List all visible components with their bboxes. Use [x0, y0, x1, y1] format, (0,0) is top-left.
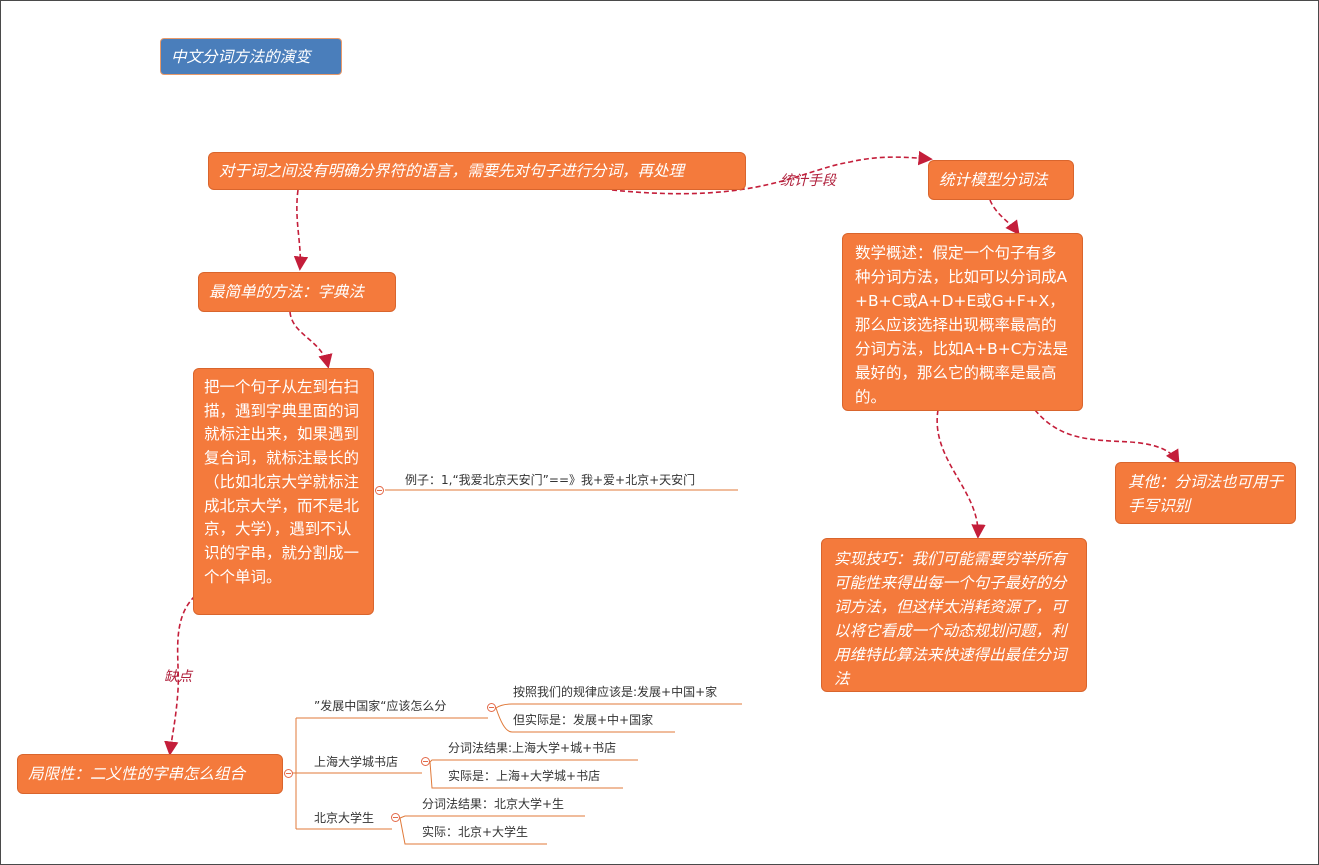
edge-dictionary-to-desc [289, 311, 333, 369]
collapse-toggle-ambiguity-1[interactable] [487, 703, 496, 712]
ambiguity-tree-trunk [287, 717, 488, 830]
dictionary-desc-node[interactable]: 把一个句子从左到右扫描，遇到字典里面的词就标注出来，如果遇到复合词，就标注最长的… [193, 368, 374, 615]
math-desc-text: 数学概述：假定一个句子有多种分词方法，比如可以分词成A+B+C或A+D+E或G+… [855, 244, 1069, 406]
ambiguity-3-child-1: 分词法结果：北京大学+生 [422, 797, 565, 811]
limitation-node[interactable]: 局限性：二义性的字串怎么组合 [17, 754, 283, 794]
collapse-toggle-desc[interactable] [375, 486, 384, 495]
edge-math-to-implementation [936, 409, 986, 539]
implementation-node[interactable]: 实现技巧：我们可能需要穷举所有可能性来得出每一个句子最好的分词方法，但这样太消耗… [821, 538, 1087, 692]
intro-node[interactable]: 对于词之间没有明确分界符的语言，需要先对句子进行分词，再处理 [208, 152, 746, 190]
edge-math-to-other [1034, 409, 1180, 465]
ambiguity-3-label: 北京大学生 [314, 811, 375, 825]
collapse-toggle-ambiguity-2[interactable] [421, 757, 430, 766]
collapse-toggle-limitation[interactable] [284, 769, 293, 778]
ambiguity-1-label: ”发展中国家“应该怎么分 [314, 699, 447, 713]
ambiguity-1-branch [495, 703, 742, 733]
dictionary-node[interactable]: 最简单的方法：字典法 [198, 272, 396, 312]
ambiguity-2-branch [429, 759, 638, 789]
other-node[interactable]: 其他：分词法也可用于手写识别 [1115, 462, 1296, 524]
title-node[interactable]: 中文分词方法的演变 [160, 38, 342, 75]
limitation-text: 局限性：二义性的字串怎么组合 [28, 765, 246, 783]
math-desc-node[interactable]: 数学概述：假定一个句子有多种分词方法，比如可以分词成A+B+C或A+D+E或G+… [842, 233, 1083, 411]
ambiguity-1-child-1: 按照我们的规律应该是:发展+中国+家 [513, 685, 718, 699]
edge-intro-to-dictionary [293, 189, 309, 271]
ambiguity-3-child-2: 实际：北京+大学生 [422, 825, 529, 839]
title-text: 中文分词方法的演变 [171, 47, 311, 66]
ambiguity-1-child-2: 但实际是：发展+中+国家 [513, 713, 654, 727]
other-text: 其他：分词法也可用于手写识别 [1128, 473, 1284, 515]
dictionary-text: 最简单的方法：字典法 [209, 283, 365, 301]
ambiguity-3-branch [399, 815, 585, 845]
example-leaf: 例子：1,“我爱北京天安门”==》我+爱+北京+天安门 [405, 473, 696, 487]
edge-statistical-to-math [989, 199, 1020, 236]
collapse-toggle-ambiguity-3[interactable] [391, 813, 400, 822]
implementation-text: 实现技巧：我们可能需要穷举所有可能性来得出每一个句子最好的分词方法，但这样太消耗… [834, 550, 1067, 688]
ambiguity-2-child-1: 分词法结果:上海大学+城+书店 [448, 741, 617, 755]
statistical-text: 统计模型分词法 [939, 171, 1048, 189]
statistical-node[interactable]: 统计模型分词法 [928, 160, 1074, 200]
ambiguity-2-label: 上海大学城书店 [314, 755, 399, 769]
edge-label-statistical-means: 统计手段 [780, 173, 836, 189]
edge-desc-to-limitation [164, 595, 196, 756]
edge-label-drawback: 缺点 [164, 669, 192, 685]
dictionary-desc-text: 把一个句子从左到右扫描，遇到字典里面的词就标注出来，如果遇到复合词，就标注最长的… [204, 378, 360, 586]
edge-intro-to-statistical [611, 150, 933, 195]
intro-text: 对于词之间没有明确分界符的语言，需要先对句子进行分词，再处理 [219, 162, 685, 180]
ambiguity-2-child-2: 实际是：上海+大学城+书店 [448, 769, 601, 783]
